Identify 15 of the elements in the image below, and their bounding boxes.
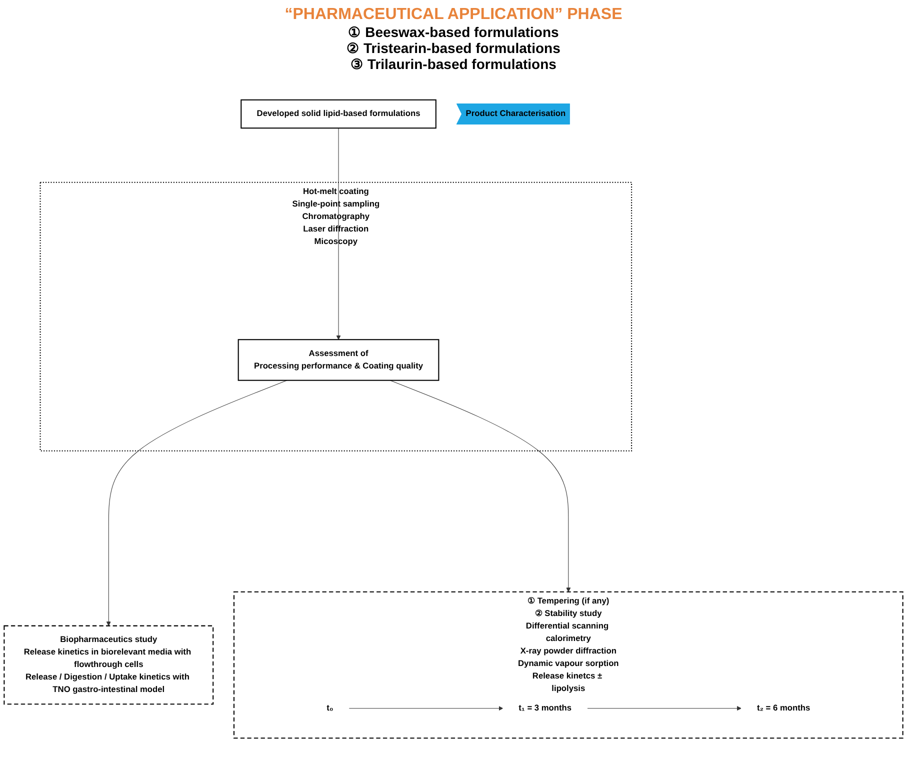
- arrow: [348, 706, 504, 711]
- node-text: t₀: [326, 704, 334, 713]
- node-text: t₂ = 6 months: [756, 704, 810, 713]
- arrow: [586, 706, 742, 711]
- formulation-item: ① Beeswax-based formulations: [347, 24, 560, 40]
- node-box: Developed solid lipid-based formulations: [240, 99, 436, 129]
- phase-heading: “PHARMACEUTICAL APPLICATION” PHASE: [284, 6, 624, 24]
- arrow: [390, 380, 571, 592]
- formulation-item: ② Tristearin-based formulations: [346, 40, 562, 56]
- node-text: t₁ = 3 months: [518, 704, 572, 713]
- node-box: Assessment of Processing performance & Coating quality: [238, 339, 440, 381]
- arrow: [336, 128, 341, 340]
- arrow: [106, 380, 288, 626]
- formulation-item: ③ Trilaurin-based formulations: [350, 56, 558, 72]
- node-box: Biopharmaceutics study Release kinetics in biorelevant media with flowthrough cells Release / Digestion / Uptake kinetics with TNO gastro-intestinal model: [4, 625, 214, 705]
